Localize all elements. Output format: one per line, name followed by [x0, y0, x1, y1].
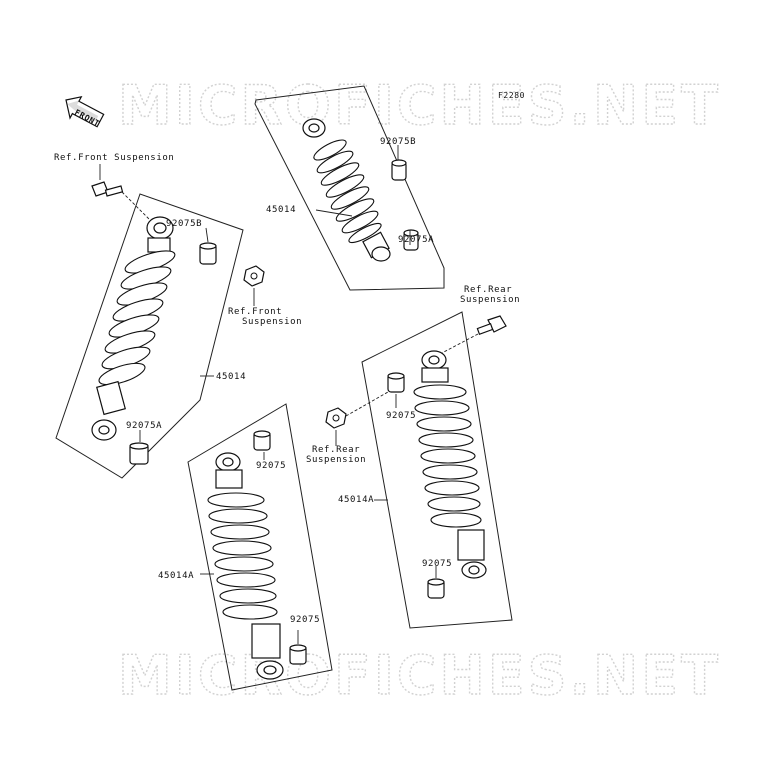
group-box-top-center	[254, 85, 445, 291]
part-number-92075-rear-bottom-upper: 92075	[256, 461, 286, 471]
spring-rear-right	[413, 384, 482, 528]
nut-rear	[325, 407, 347, 429]
spring-front-left	[98, 250, 176, 386]
spring-top-center	[313, 139, 382, 244]
bolt-front-top	[91, 181, 124, 197]
figure-id: F2280	[498, 91, 525, 100]
group-box-rear-right	[361, 311, 513, 629]
part-number-45014-front: 45014	[216, 372, 246, 382]
spring-rear-bottom	[207, 492, 278, 620]
part-number-92075-rear-bottom-lower: 92075	[290, 615, 320, 625]
shock-assembly-front-left	[55, 181, 265, 479]
ref-rear-suspension-side-line2: Suspension	[306, 455, 366, 465]
ref-rear-suspension-top-line1: Ref.Rear	[464, 285, 512, 295]
ref-rear-suspension-top-line2: Suspension	[460, 295, 520, 305]
watermark-bottom: MICROFICHES.NET	[118, 644, 721, 707]
ref-front-suspension-side-line1: Ref.Front	[228, 307, 282, 317]
ref-front-suspension-top: Ref.Front Suspension	[54, 153, 174, 163]
shock-assembly-rear-bottom	[187, 403, 333, 691]
part-number-92075b-top: 92075B	[380, 137, 416, 147]
part-number-92075-rear-right-upper: 92075	[386, 411, 416, 421]
group-box-rear-bottom	[187, 403, 333, 691]
group-box-front-left	[55, 193, 244, 479]
part-number-92075b-front: 92075B	[166, 219, 202, 229]
shock-assembly-top-center	[254, 85, 445, 291]
watermark-top: MICROFICHES.NET	[118, 74, 721, 137]
part-number-92075a-front: 92075A	[126, 421, 162, 431]
part-number-92075-rear-right-lower: 92075	[422, 559, 452, 569]
bolt-rear-top	[476, 315, 507, 335]
shock-assembly-rear-right	[325, 311, 513, 629]
ref-front-suspension-side-line2: Suspension	[242, 317, 302, 327]
part-number-45014-top: 45014	[266, 205, 296, 215]
nut-front	[243, 265, 265, 287]
front-arrow-icon	[65, 95, 105, 128]
part-number-92075a-top: 92075A	[398, 235, 434, 245]
ref-rear-suspension-side-line1: Ref.Rear	[312, 445, 360, 455]
part-number-45014a-rear-bottom: 45014A	[158, 571, 194, 581]
part-number-45014a-rear-right: 45014A	[338, 495, 374, 505]
